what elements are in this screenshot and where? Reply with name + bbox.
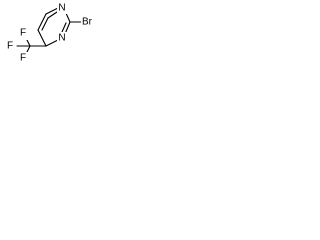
bromine-label: Br bbox=[82, 17, 93, 28]
bond-c5-c6 bbox=[37, 13, 47, 31]
nitrogen-label-top: N bbox=[58, 3, 65, 14]
chemical-structure: N N Br F F F bbox=[4, 2, 97, 63]
double-bond-n1-c6-inner bbox=[47, 11, 58, 19]
bond-c4-c5 bbox=[37, 29, 47, 47]
bond-c6-n1 bbox=[45, 7, 59, 15]
double-bond-c2-n3-inner bbox=[61, 22, 67, 33]
nitrogen-label-bottom: N bbox=[58, 33, 65, 44]
atom-labels: N N Br F F F bbox=[4, 2, 97, 63]
fluorine-label-top: F bbox=[20, 28, 26, 39]
fluorine-label-bottom: F bbox=[20, 53, 26, 63]
bond-n3-c4 bbox=[45, 39, 59, 47]
fluorine-label-left: F bbox=[7, 41, 13, 52]
double-bond-c5-c6-inner bbox=[41, 17, 49, 31]
